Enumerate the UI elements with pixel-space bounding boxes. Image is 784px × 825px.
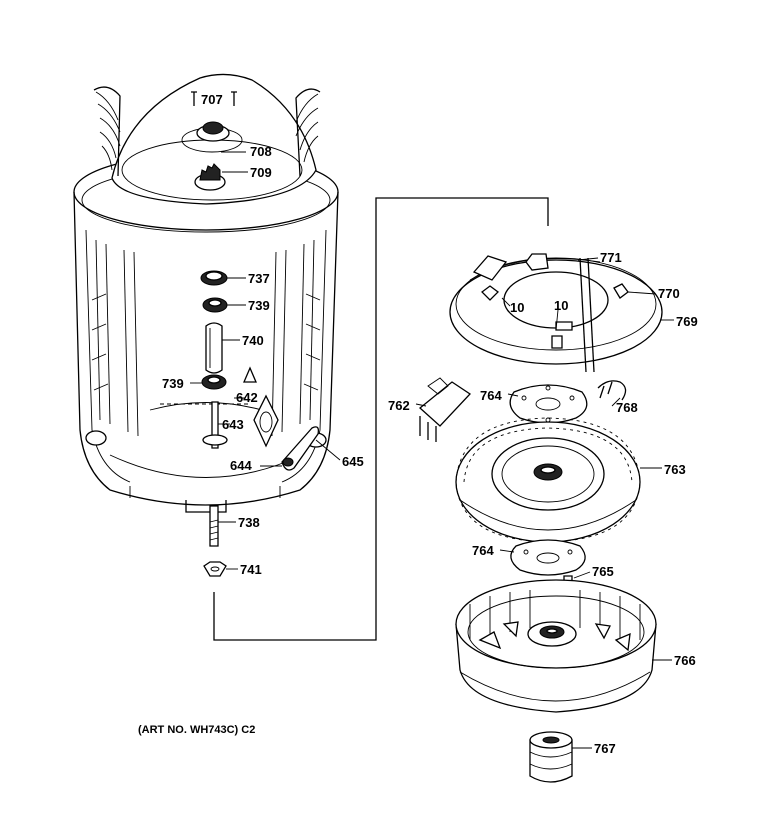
art-number-note: (ART NO. WH743C) C2: [138, 724, 255, 736]
label-642: 642: [236, 390, 258, 405]
label-643: 643: [222, 417, 244, 432]
label-738: 738: [238, 515, 260, 530]
label-10-right: 10: [554, 298, 568, 313]
label-740: 740: [242, 333, 264, 348]
label-766: 766: [674, 653, 696, 668]
label-770: 770: [658, 286, 680, 301]
rotor: [455, 579, 657, 713]
label-741: 741: [240, 562, 262, 577]
label-769: 769: [676, 314, 698, 329]
leader-lines: [190, 151, 674, 749]
label-10-left: 10: [510, 300, 524, 315]
label-762: 762: [388, 398, 410, 413]
agitator-cone: [93, 73, 321, 205]
mounting-plate: [449, 253, 663, 373]
label-771: 771: [600, 250, 622, 265]
upper-ring-plate: [509, 384, 588, 424]
hall-sensor: [419, 377, 471, 442]
label-768: 768: [616, 400, 638, 415]
shaft-stack: [200, 270, 320, 577]
label-767: 767: [594, 741, 616, 756]
label-644: 644: [230, 458, 252, 473]
connection-line: [213, 197, 549, 641]
label-707: 707: [201, 92, 223, 107]
label-763: 763: [664, 462, 686, 477]
label-764-upper: 764: [480, 388, 502, 403]
label-737: 737: [248, 271, 270, 286]
label-739-lower: 739: [162, 376, 184, 391]
label-739-upper: 739: [248, 298, 270, 313]
drive-coupling: [529, 731, 573, 783]
lower-ring-plate: [510, 539, 586, 576]
spring-clip: [597, 380, 627, 401]
stator: [455, 417, 641, 543]
label-708: 708: [250, 144, 272, 159]
part-labels: 707 708 709 737 739 740 739 642 643 644 …: [138, 92, 698, 756]
label-709: 709: [250, 165, 272, 180]
label-764-lower: 764: [472, 543, 494, 558]
label-765: 765: [592, 564, 614, 579]
label-645: 645: [342, 454, 364, 469]
